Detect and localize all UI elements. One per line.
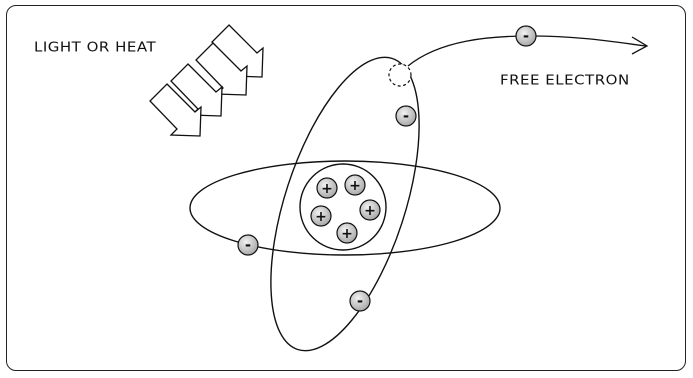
proton: + [336,222,358,244]
free-electron-arrowhead [631,36,649,55]
free-electron: - [515,25,537,47]
proton: + [310,205,332,227]
proton: + [344,174,366,196]
nucleus: + + + + + [299,163,387,251]
electron-vacancy [388,63,412,87]
energy-arrow-4 [149,83,202,137]
proton-sign: + [315,209,327,225]
electron-sign: - [357,292,363,310]
electron-sign: - [245,236,251,254]
free-electron-label: FREE ELECTRON [500,71,630,89]
proton-sign: + [364,203,376,219]
proton: + [316,177,338,199]
proton-sign: + [349,178,361,194]
electron: - [349,290,371,312]
incoming-energy-label: LIGHT OR HEAT [34,38,157,56]
tilted-orbit [270,56,420,352]
horizontal-orbit [189,160,501,256]
proton: + [359,199,381,221]
electron: - [237,234,259,256]
electron: - [395,105,417,127]
electron-sign: - [523,27,529,45]
energy-arrows [149,24,264,137]
proton-sign: + [341,226,353,242]
proton-sign: + [321,181,333,197]
electron-sign: - [403,107,409,125]
energy-arrow-3 [170,63,223,117]
energy-arrow-2 [195,42,248,96]
